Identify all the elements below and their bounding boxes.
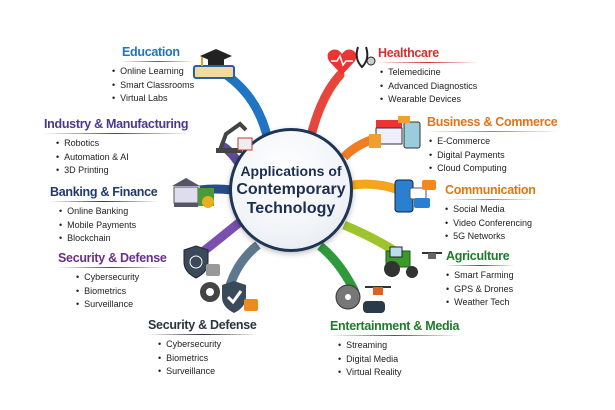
list-item: Weather Tech [446, 296, 514, 310]
robot-arm-icon [216, 121, 253, 153]
list-item: Biometrics [76, 285, 167, 299]
arc-healthcare [307, 70, 345, 137]
list-item: Surveillance [158, 365, 257, 379]
tractor-drone-icon [384, 246, 442, 278]
node-security-bottom: Security & Defense CybersecurityBiometri… [148, 318, 257, 379]
node-communication: Communication Social MediaVideo Conferen… [445, 183, 536, 244]
list-item: Cybersecurity [158, 338, 257, 352]
list-item: Robotics [56, 137, 188, 151]
bank-coin-icon [172, 178, 214, 208]
list-item: Surveillance [76, 298, 167, 312]
gear-shield-lock-icon [200, 281, 258, 313]
list-item: Automation & AI [56, 151, 188, 165]
list-item: Cloud Computing [429, 162, 557, 176]
list-item: Telemedicine [380, 66, 477, 80]
list-item: Streaming [338, 339, 459, 353]
hub-line-3: Technology [246, 199, 336, 217]
node-banking: Banking & Finance Online BankingMobile P… [50, 185, 158, 246]
node-healthcare: Healthcare TelemedicineAdvanced Diagnost… [378, 46, 478, 107]
storefront-tablet-icon [369, 116, 421, 149]
list-item: GPS & Drones [446, 283, 514, 297]
hub-line-1: Applications of [240, 162, 342, 179]
hub-line-2: Contemporary [236, 180, 346, 198]
node-title: Education [122, 45, 195, 62]
node-education: Education Online LearningSmart Classroom… [112, 45, 195, 106]
node-industry: Industry & Manufacturing RoboticsAutomat… [44, 117, 189, 178]
node-security-left: Security & Defense CybersecurityBiometri… [58, 251, 167, 312]
list-item: Advanced Diagnostics [380, 80, 477, 94]
phone-chat-icon [394, 179, 436, 213]
list-item: 3D Printing [56, 164, 188, 178]
list-item: Smart Farming [446, 269, 514, 283]
list-item: E-Commerce [429, 135, 557, 149]
film-reel-drone-vr-icon [335, 284, 391, 313]
node-title: Healthcare [378, 46, 478, 63]
node-title: Communication [445, 183, 536, 200]
list-item: Cybersecurity [76, 271, 167, 285]
node-title: Industry & Manufacturing [44, 117, 189, 134]
node-business: Business & Commerce E-CommerceDigital Pa… [427, 115, 558, 176]
list-item: Video Conferencing [445, 217, 536, 231]
list-item: Blockchain [59, 232, 157, 246]
graduation-cap-book-icon [193, 49, 235, 79]
node-title: Agriculture [446, 249, 514, 266]
list-item: Wearable Devices [380, 93, 477, 107]
list-item: Smart Classrooms [112, 79, 194, 93]
node-title: Business & Commerce [427, 115, 558, 132]
list-item: Virtual Labs [112, 92, 194, 106]
node-title: Entertainment & Media [330, 319, 459, 336]
node-title: Banking & Finance [50, 185, 158, 202]
list-item: 5G Networks [445, 230, 536, 244]
node-title: Security & Defense [58, 251, 167, 268]
node-agriculture: Agriculture Smart FarmingGPS & DronesWea… [446, 249, 514, 310]
list-item: Digital Media [338, 353, 459, 367]
list-item: Digital Payments [429, 149, 557, 163]
list-item: Online Learning [112, 65, 194, 79]
list-item: Social Media [445, 203, 536, 217]
heart-stethoscope-icon [327, 46, 376, 75]
list-item: Mobile Payments [59, 219, 157, 233]
arc-communication [351, 179, 400, 195]
fingerprint-shield-lock-icon [183, 245, 220, 279]
list-item: Virtual Reality [338, 366, 459, 380]
list-item: Biometrics [158, 352, 257, 366]
node-entertainment: Entertainment & Media StreamingDigital M… [330, 319, 459, 380]
node-title: Security & Defense [148, 318, 257, 335]
list-item: Online Banking [59, 205, 157, 219]
